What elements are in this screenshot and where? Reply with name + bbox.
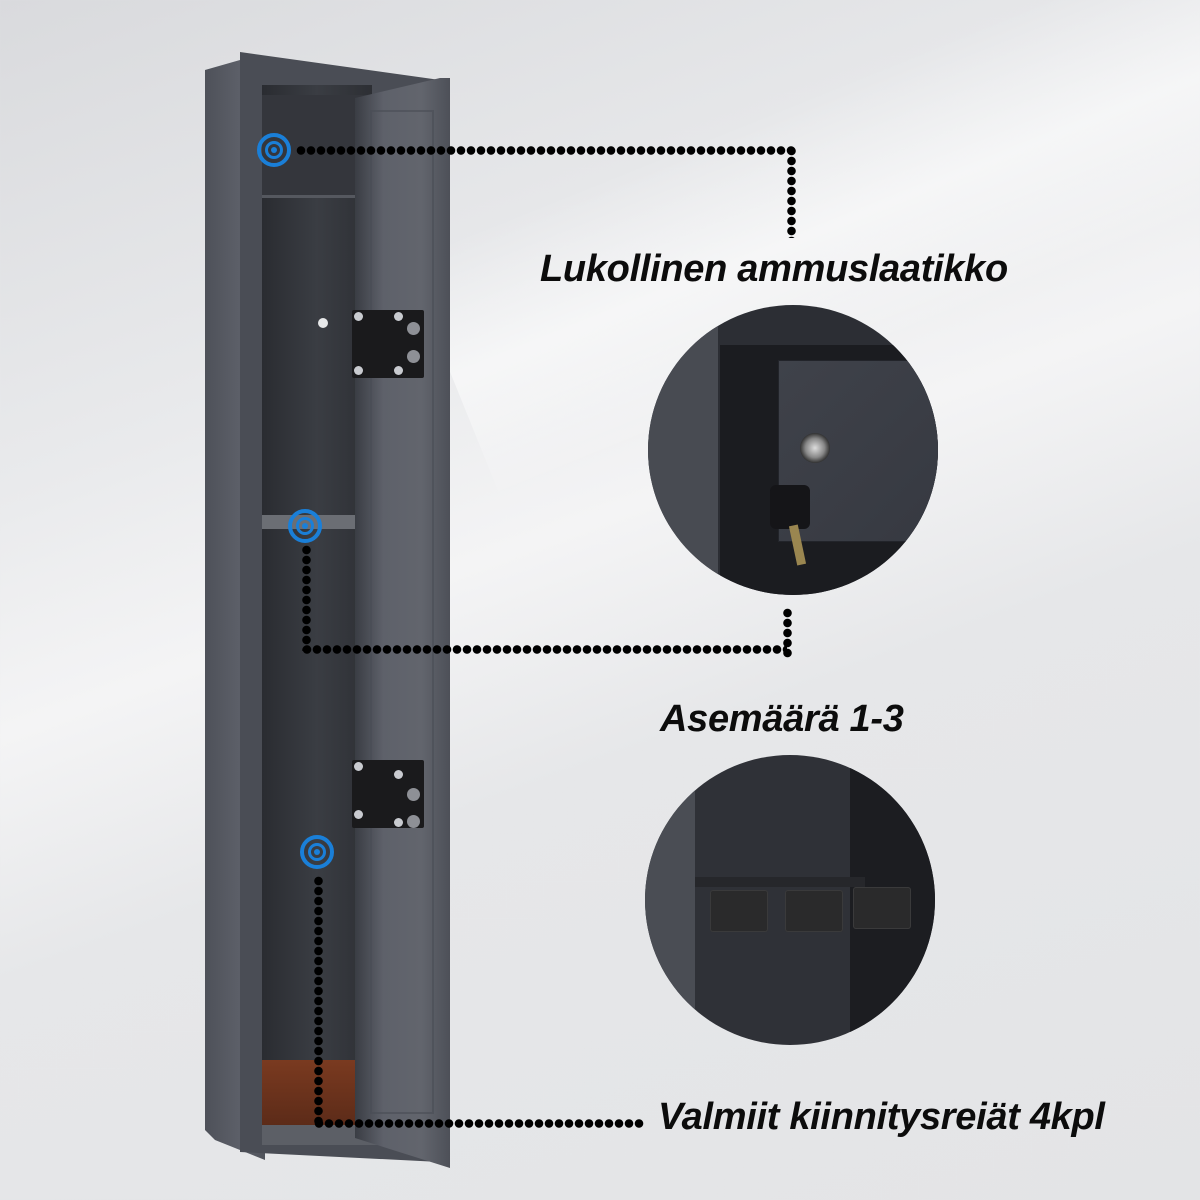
callout-label-ammo-box: Lukollinen ammuslaatikko [540, 248, 1008, 290]
lock-cylinder-icon [800, 433, 830, 463]
leader-line-capacity-v1 [302, 545, 311, 651]
leader-line-capacity-h [302, 645, 787, 654]
gun-rack-detail-inset [645, 755, 935, 1045]
foam-rest [785, 890, 843, 932]
foam-rest [710, 890, 768, 932]
door-hinge-upper [352, 310, 424, 378]
foam-rest [853, 887, 911, 929]
callout-label-gun-capacity: Asemäärä 1-3 [660, 698, 904, 740]
leader-line-ammo-v [787, 146, 796, 238]
leader-line-holes-v [314, 876, 323, 1126]
door-hinge-lower [352, 760, 424, 828]
callout-label-mounting-holes: Valmiit kiinnitysreiät 4kpl [658, 1096, 1105, 1138]
target-marker-icon [288, 509, 322, 543]
leader-line-ammo-h [296, 146, 796, 155]
target-marker-icon [300, 835, 334, 869]
leader-line-holes-h [314, 1119, 644, 1128]
key-icon [770, 485, 810, 529]
door-panel [370, 110, 434, 1114]
mounting-hole [318, 318, 328, 328]
leader-line-capacity-v2 [783, 608, 792, 658]
target-marker-icon [257, 133, 291, 167]
ammo-box-detail-inset [648, 305, 938, 595]
